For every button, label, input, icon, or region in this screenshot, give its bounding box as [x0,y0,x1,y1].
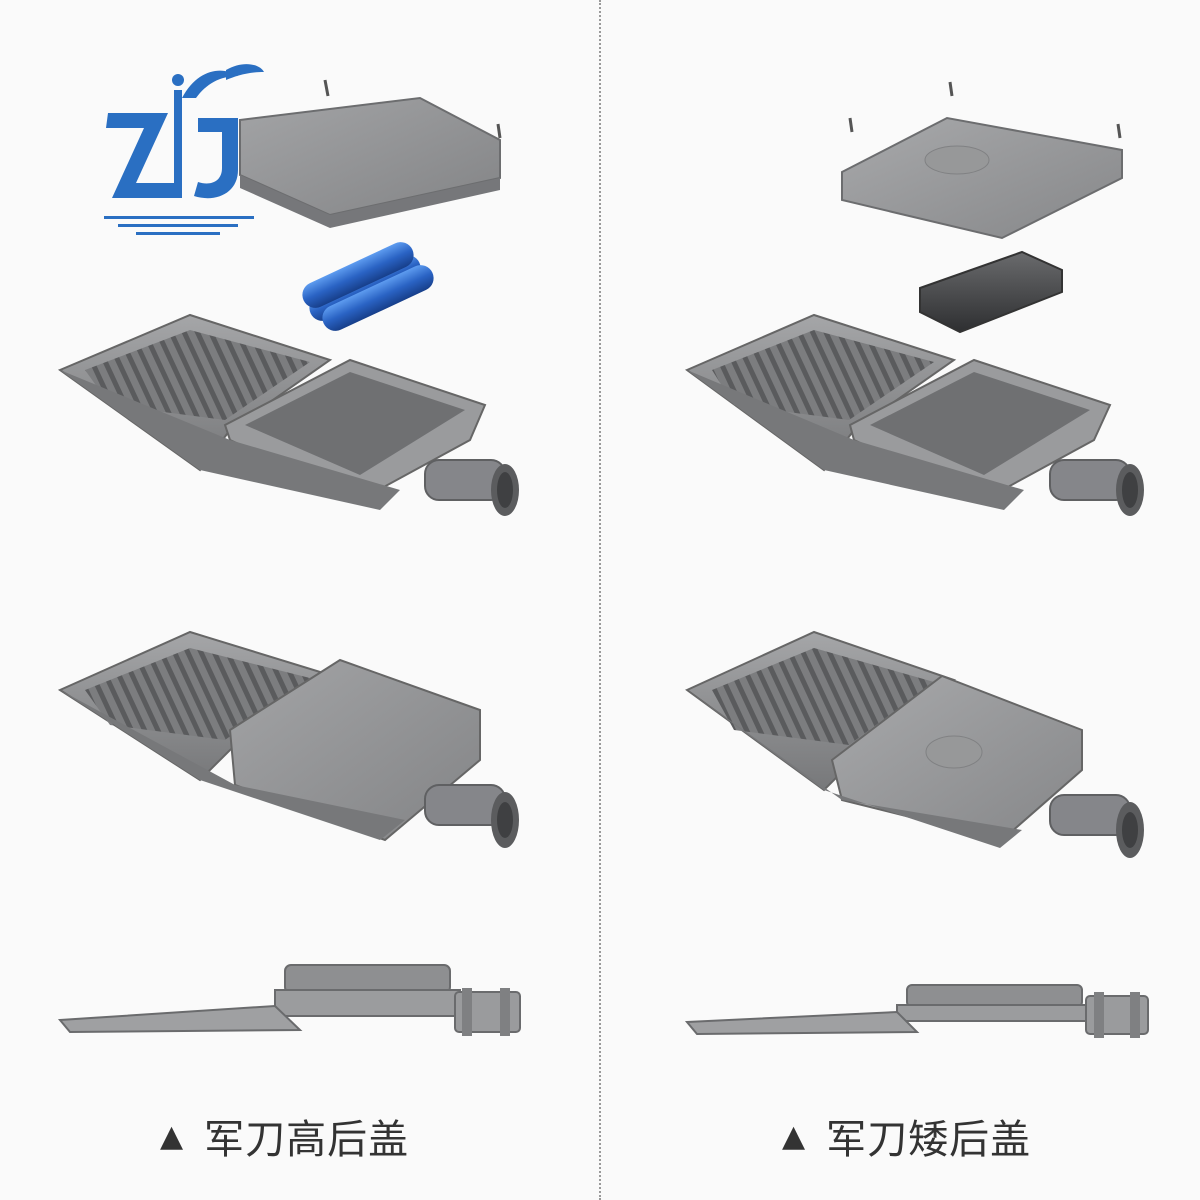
caption-label: 军刀矮后盖 [826,1117,1032,1163]
lamp-body-open [57,313,519,516]
low-cover-illustrations [684,81,1149,1038]
battery-pack [302,242,434,331]
led-driver [919,250,1063,334]
caption-label: 军刀高后盖 [204,1117,410,1163]
lamp-assembled [685,630,1144,858]
triangle-up-icon: ▲ [160,1118,185,1154]
panel-low-back-cover: ▲ 军刀矮后盖 [602,0,1200,1200]
panel-divider [599,0,601,1200]
back-cover-lid [841,116,1123,240]
lamp-side-profile [684,984,1149,1038]
lamp-assembled [57,630,519,848]
caption-low-back-cover: ▲ 军刀矮后盖 [782,1108,1031,1164]
brand-logo-text: ZJ [98,58,100,59]
back-cover-lid [239,79,502,228]
triangle-up-icon: ▲ [782,1118,807,1154]
caption-tall-back-cover: ▲ 军刀高后盖 [160,1108,409,1164]
tall-cover-illustrations [57,79,521,1036]
brand-logo: ZJ [98,58,264,235]
lamp-body-open [684,313,1144,516]
panel-tall-back-cover: ZJ ▲ 军刀高后盖 [0,0,598,1200]
lamp-side-profile [57,964,521,1036]
